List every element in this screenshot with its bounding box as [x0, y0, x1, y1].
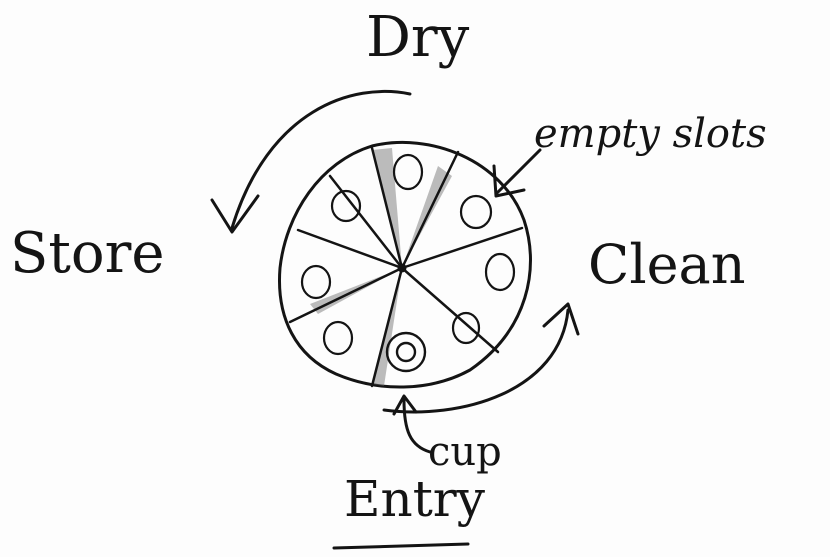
entry-label: Entry: [344, 474, 485, 524]
empty-slot: [324, 322, 352, 354]
empty-slot: [461, 196, 491, 228]
empty-slot: [486, 254, 514, 290]
cup-pointer: [394, 396, 430, 452]
dry-label: Dry: [366, 10, 469, 66]
cup-label: cup: [428, 432, 502, 472]
empty-slot: [453, 313, 479, 343]
clean-label: Clean: [588, 238, 746, 292]
wheel-hub: [398, 264, 406, 272]
cup-slot: [387, 333, 425, 371]
entry-underline: [334, 544, 468, 548]
store-label: Store: [10, 226, 165, 282]
empty-slot: [302, 266, 330, 298]
empty-slots-label: empty slots: [534, 114, 767, 154]
empty-slot: [394, 155, 422, 189]
